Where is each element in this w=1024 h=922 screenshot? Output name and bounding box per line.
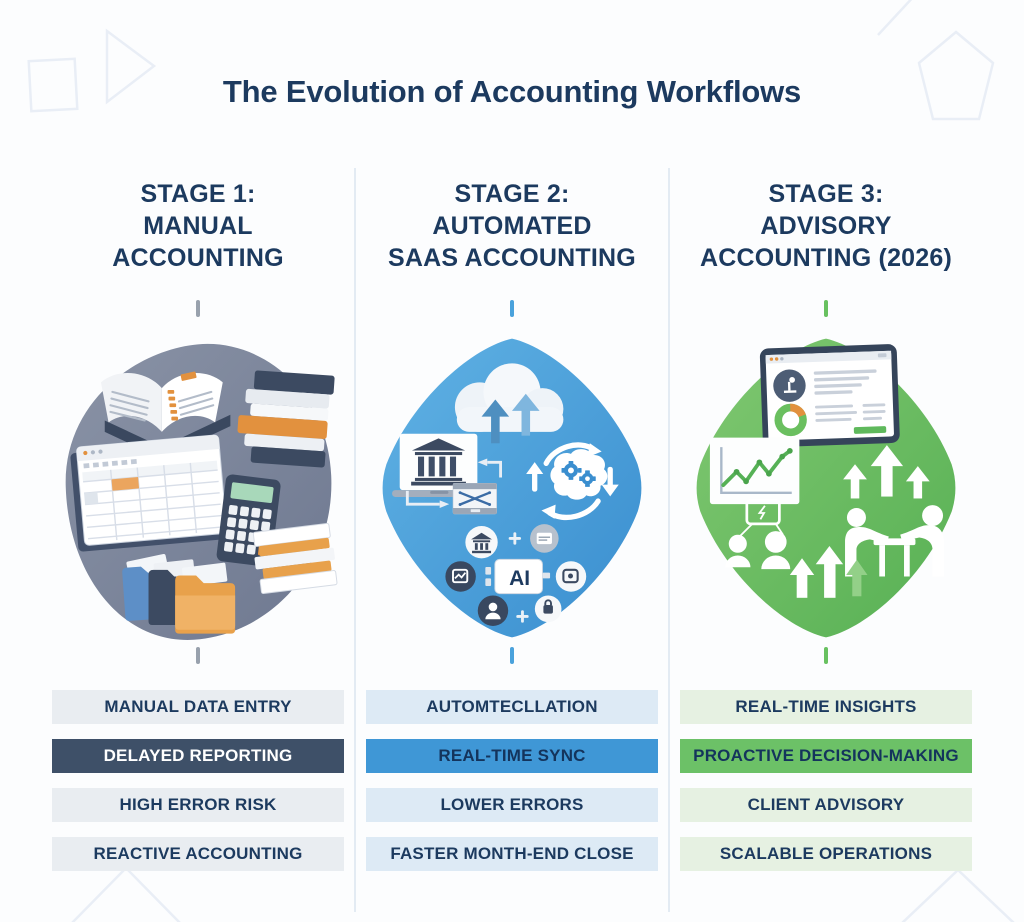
page-title: The Evolution of Accounting Workflows bbox=[222, 74, 802, 109]
stage3-column: STAGE 3: ADVISORY ACCOUNTING (2026) bbox=[670, 168, 982, 912]
cloud-upload-icon bbox=[454, 363, 564, 444]
stage3-connector-tick-top bbox=[824, 300, 828, 317]
stage2-feature-bar-3: LOWER ERRORS bbox=[366, 788, 658, 822]
stage2-connector-tick-top bbox=[510, 300, 514, 317]
stage3-feature-bar-4: SCALABLE OPERATIONS bbox=[680, 837, 972, 871]
stage3-feature-bar-2: PROACTIVE DECISION-MAKING bbox=[680, 739, 972, 773]
ai-brain-icon bbox=[526, 442, 619, 521]
stage1-feature-bar-4: REACTIVE ACCOUNTING bbox=[52, 837, 344, 871]
stage2-feature-list: AUTOMTECLLATION REAL-TIME SYNC LOWER ERR… bbox=[366, 690, 658, 871]
stage3-feature-list: REAL-TIME INSIGHTS PROACTIVE DECISION-MA… bbox=[680, 690, 972, 871]
ai-network-icon: AI bbox=[445, 524, 587, 626]
stage1-column: STAGE 1: MANUAL ACCOUNTING bbox=[42, 168, 354, 912]
stage3-header-line3: ACCOUNTING (2026) bbox=[699, 244, 953, 272]
triangle-outline-decoration bbox=[105, 28, 157, 105]
square-outline-decoration bbox=[27, 57, 79, 113]
open-ledger-book-icon bbox=[100, 371, 231, 459]
stage1-feature-list: MANUAL DATA ENTRY DELAYED REPORTING HIGH… bbox=[52, 690, 344, 871]
stage1-illustration bbox=[65, 343, 338, 640]
ai-label: AI bbox=[509, 567, 530, 590]
stage3-header-line2: ADVISORY bbox=[760, 212, 892, 240]
stage1-feature-bar-1: MANUAL DATA ENTRY bbox=[52, 690, 344, 724]
stage2-feature-bar-4: FASTER MONTH-END CLOSE bbox=[366, 837, 658, 871]
file-folders-icon bbox=[122, 553, 236, 634]
integration-arrows bbox=[405, 458, 503, 508]
stage3-feature-bar-1: REAL-TIME INSIGHTS bbox=[680, 690, 972, 724]
pentagon-outline-decoration bbox=[917, 30, 995, 121]
stage2-connector-tick-bottom bbox=[510, 647, 514, 664]
stage3-feature-bar-3: CLIENT ADVISORY bbox=[680, 788, 972, 822]
corner-line-decoration bbox=[877, 0, 913, 36]
paper-stack-icon bbox=[252, 522, 338, 595]
stage2-feature-bar-1: AUTOMTECLLATION bbox=[366, 690, 658, 724]
stage2-header-line3: SAAS ACCOUNTING bbox=[388, 244, 636, 272]
stage1-header: STAGE 1: MANUAL ACCOUNTING bbox=[112, 178, 283, 274]
stage2-header: STAGE 2: AUTOMATED SAAS ACCOUNTING bbox=[388, 178, 636, 274]
stage1-header-line1: STAGE 1: bbox=[140, 180, 256, 208]
stage2-illustration: AI bbox=[382, 338, 642, 638]
stage1-connector-tick-bottom bbox=[196, 647, 200, 664]
bank-laptop-icon bbox=[392, 433, 485, 497]
stage1-header-line2: MANUAL bbox=[143, 212, 253, 240]
sync-window-icon bbox=[452, 482, 497, 515]
stage1-feature-bar-2: DELAYED REPORTING bbox=[52, 739, 344, 773]
stage2-feature-bar-2: REAL-TIME SYNC bbox=[366, 739, 658, 773]
stage2-column: STAGE 2: AUTOMATED SAAS ACCOUNTING bbox=[354, 168, 670, 912]
advisory-meeting-icon bbox=[843, 445, 944, 577]
client-call-icon bbox=[725, 499, 791, 570]
spreadsheet-window-icon bbox=[70, 434, 228, 552]
stage1-header-line3: ACCOUNTING bbox=[112, 244, 284, 272]
book-stack-icon bbox=[237, 370, 335, 468]
stage1-feature-bar-3: HIGH ERROR RISK bbox=[52, 788, 344, 822]
stage3-illustration bbox=[696, 338, 956, 638]
stage3-header-line1: STAGE 3: bbox=[768, 180, 884, 208]
line-chart-icon bbox=[709, 437, 800, 505]
growth-arrows-icon bbox=[789, 546, 868, 598]
stage2-header-line1: STAGE 2: bbox=[454, 180, 570, 208]
stage3-header: STAGE 3: ADVISORY ACCOUNTING (2026) bbox=[700, 178, 952, 274]
stage-columns: STAGE 1: MANUAL ACCOUNTING bbox=[42, 168, 982, 912]
dashboard-tablet-icon bbox=[759, 344, 900, 448]
stage2-header-line2: AUTOMATED bbox=[432, 212, 592, 240]
stage3-connector-tick-bottom bbox=[824, 647, 828, 664]
stage1-connector-tick-top bbox=[196, 300, 200, 317]
